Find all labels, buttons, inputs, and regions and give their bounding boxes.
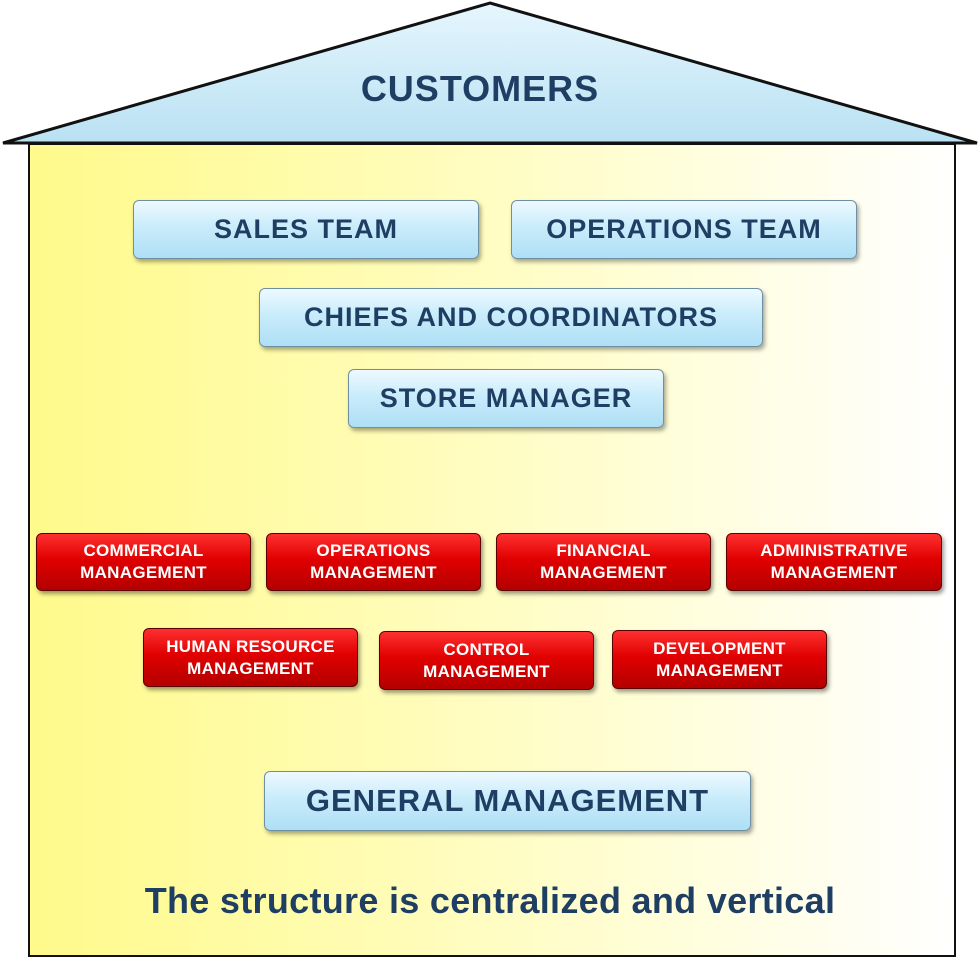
store-manager-label: STORE MANAGER [379, 383, 633, 413]
store-manager-box: STORE MANAGER [348, 369, 664, 428]
commercial-management-box: COMMERCIAL MANAGEMENT [36, 533, 251, 591]
financial-management-label: FINANCIAL MANAGEMENT [540, 541, 667, 582]
sales-team-box: SALES TEAM [133, 200, 479, 259]
sales-team-label: SALES TEAM [213, 214, 398, 244]
human-resource-management-label: HUMAN RESOURCE MANAGEMENT [166, 636, 335, 678]
chiefs-coordinators-label: CHIEFS AND COORDINATORS [303, 302, 718, 332]
development-management-label: DEVELOPMENT MANAGEMENT [653, 638, 786, 680]
commercial-management-label: COMMERCIAL MANAGEMENT [80, 541, 207, 582]
operations-management-box: OPERATIONS MANAGEMENT [266, 533, 481, 591]
general-management-box: GENERAL MANAGEMENT [264, 771, 751, 831]
operations-team-box: OPERATIONS TEAM [511, 200, 857, 259]
roof-label-customers: CUSTOMERS [360, 68, 600, 109]
control-management-box: CONTROL MANAGEMENT [379, 631, 594, 690]
caption-text: The structure is centralized and vertica… [144, 880, 836, 921]
operations-team-label: OPERATIONS TEAM [546, 214, 822, 244]
development-management-box: DEVELOPMENT MANAGEMENT [612, 630, 827, 689]
chiefs-coordinators-box: CHIEFS AND COORDINATORS [259, 288, 763, 347]
administrative-management-box: ADMINISTRATIVE MANAGEMENT [726, 533, 942, 591]
control-management-label: CONTROL MANAGEMENT [423, 639, 550, 681]
administrative-management-label: ADMINISTRATIVE MANAGEMENT [760, 541, 908, 582]
financial-management-box: FINANCIAL MANAGEMENT [496, 533, 711, 591]
human-resource-management-box: HUMAN RESOURCE MANAGEMENT [143, 628, 358, 687]
general-management-label: GENERAL MANAGEMENT [305, 783, 710, 818]
operations-management-label: OPERATIONS MANAGEMENT [310, 541, 437, 582]
